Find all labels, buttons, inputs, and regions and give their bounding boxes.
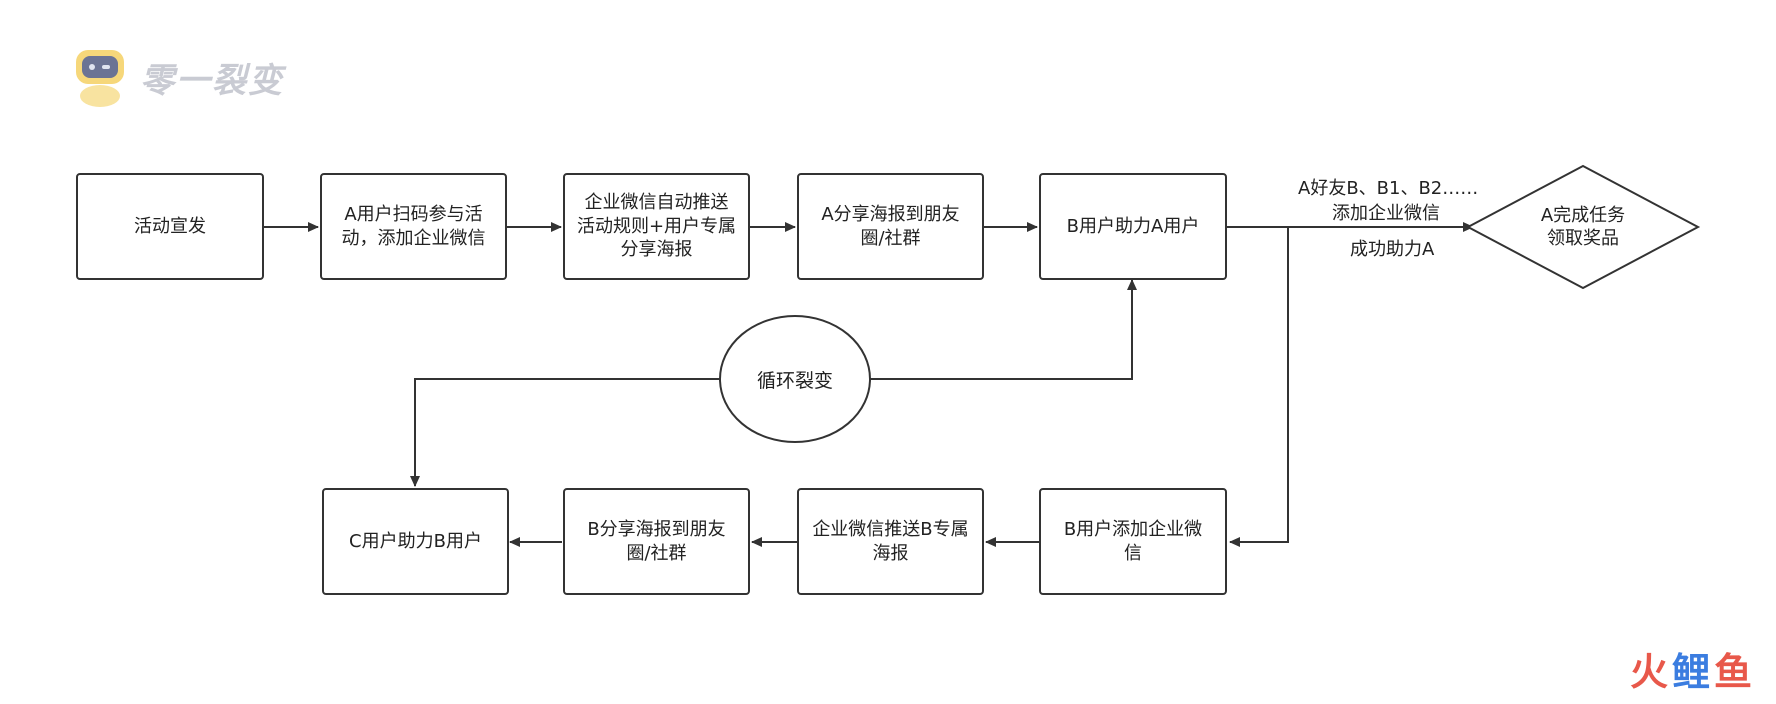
reward-diamond-line2: 领取奖品 bbox=[1547, 228, 1619, 249]
node-b-share-poster-line1: B分享海报到朋友 bbox=[587, 519, 726, 541]
node-a-share-poster-line2: 圈/社群 bbox=[860, 227, 921, 249]
robot-icon bbox=[76, 50, 124, 107]
node-wecom-auto-push-line1: 企业微信自动推送 bbox=[584, 192, 729, 214]
node-b-help-a: B用户助力A用户 bbox=[1039, 173, 1227, 280]
watermark-char-1: 火 bbox=[1629, 650, 1668, 694]
node-b-add-wecom-line1: B用户添加企业微 bbox=[1063, 519, 1203, 541]
brand-name: 零一裂变 bbox=[140, 60, 284, 101]
watermark-char-2: 鲤 bbox=[1671, 650, 1710, 694]
edge-label-friends: A好友B、B1、B2…… bbox=[1298, 177, 1478, 200]
node-wecom-auto-push: 企业微信自动推送 活动规则+用户专属 分享海报 bbox=[563, 173, 750, 280]
reward-diamond-label: A完成任务 领取奖品 bbox=[1498, 197, 1668, 257]
node-b-help-a-label: B用户助力A用户 bbox=[1066, 215, 1200, 237]
node-a-user-join: A用户扫码参与活 动，添加企业微信 bbox=[320, 173, 507, 280]
node-a-user-join-line2: 动，添加企业微信 bbox=[341, 227, 486, 249]
edge-n5-m1 bbox=[1229, 227, 1289, 547]
node-promotion: 活动宣发 bbox=[76, 173, 264, 280]
edge-label-success-line: 成功助力A bbox=[1350, 239, 1435, 260]
node-c-help-b-label: C用户助力B用户 bbox=[349, 530, 482, 552]
node-wecom-push-b-line2: 海报 bbox=[872, 542, 909, 564]
node-b-add-wecom-line2: 信 bbox=[1124, 542, 1142, 564]
watermark-char-3: 鱼 bbox=[1713, 650, 1752, 694]
node-wecom-auto-push-line2: 活动规则+用户专属 bbox=[576, 215, 737, 237]
edge-c1-m4 bbox=[410, 378, 720, 487]
node-b-share-poster: B分享海报到朋友 圈/社群 bbox=[563, 488, 750, 595]
edge-label-add-wecom-line: 添加企业微信 bbox=[1332, 203, 1440, 224]
brand-logo: 零一裂变 bbox=[72, 46, 284, 108]
node-a-share-poster: A分享海报到朋友 圈/社群 bbox=[797, 173, 984, 280]
edge-c1-n5 bbox=[870, 279, 1137, 380]
loop-circle-label: 循环裂变 bbox=[720, 359, 870, 399]
reward-diamond bbox=[1465, 164, 1701, 290]
node-wecom-push-b-line1: 企业微信推送B专属 bbox=[812, 519, 969, 541]
node-a-share-poster-line1: A分享海报到朋友 bbox=[821, 204, 960, 226]
node-c-help-b: C用户助力B用户 bbox=[322, 488, 509, 595]
loop-circle-text: 循环裂变 bbox=[756, 369, 833, 392]
node-wecom-push-b: 企业微信推送B专属 海报 bbox=[797, 488, 984, 595]
node-b-share-poster-line2: 圈/社群 bbox=[626, 542, 687, 564]
edge-label-success: 成功助力A bbox=[1350, 238, 1434, 261]
loop-circle bbox=[719, 315, 871, 443]
edge-label-add-wecom: 添加企业微信 bbox=[1332, 202, 1440, 225]
edge-label-friends-line1: A好友B、B1、B2…… bbox=[1298, 178, 1479, 199]
node-b-add-wecom: B用户添加企业微 信 bbox=[1039, 488, 1227, 595]
node-promotion-label: 活动宣发 bbox=[134, 215, 206, 237]
node-wecom-auto-push-line3: 分享海报 bbox=[620, 239, 693, 261]
reward-diamond-line1: A完成任务 bbox=[1540, 204, 1626, 226]
node-a-user-join-line1: A用户扫码参与活 bbox=[344, 204, 483, 226]
watermark: 火 鲤 鱼 bbox=[1630, 641, 1752, 696]
